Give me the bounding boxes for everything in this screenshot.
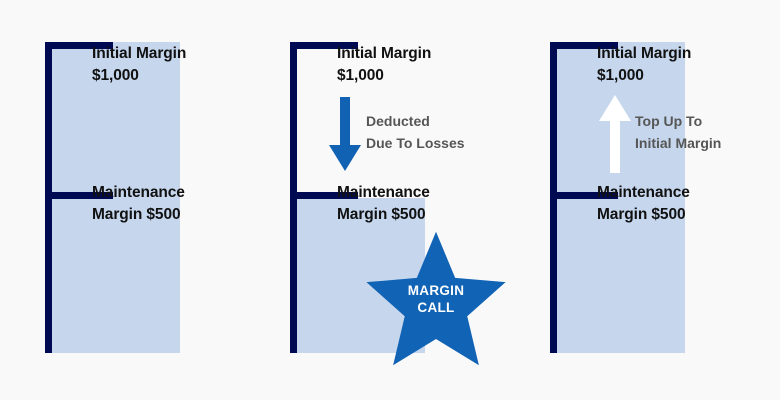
arrow-up-icon bbox=[599, 95, 631, 173]
label-maintenance-margin-line1: Maintenance bbox=[597, 184, 690, 201]
star-icon bbox=[366, 231, 506, 366]
panel-initial-state: Initial Margin $1,000 Maintenance Margin… bbox=[0, 0, 260, 400]
annotation-top-up-line2: Initial Margin bbox=[635, 135, 722, 151]
label-initial-margin: Initial Margin $1,000 bbox=[337, 43, 431, 87]
tick-maintenance-margin bbox=[290, 192, 358, 199]
tick-maintenance-margin bbox=[550, 192, 618, 199]
label-initial-margin-line1: Initial Margin bbox=[92, 45, 187, 62]
label-maintenance-margin-line1: Maintenance bbox=[92, 184, 185, 201]
annotation-top-up-line1: Top Up To bbox=[635, 113, 703, 129]
panel-margin-call-state: Initial Margin $1,000 Deducted Due To Lo… bbox=[245, 0, 507, 400]
label-initial-margin-line2: $1,000 bbox=[337, 67, 384, 84]
tick-maintenance-margin bbox=[45, 192, 113, 199]
label-maintenance-margin-line2: Margin $500 bbox=[92, 206, 181, 223]
annotation-deducted-line2: Due To Losses bbox=[366, 135, 465, 151]
label-initial-margin-line1: Initial Margin bbox=[597, 45, 692, 62]
label-initial-margin-line1: Initial Margin bbox=[337, 45, 432, 62]
arrow-down-icon bbox=[329, 97, 361, 171]
tick-initial-margin bbox=[550, 42, 618, 49]
label-initial-margin: Initial Margin $1,000 bbox=[92, 43, 186, 87]
label-maintenance-margin: Maintenance Margin $500 bbox=[597, 182, 690, 226]
panel-top-up-state: Initial Margin $1,000 Top Up To Initial … bbox=[505, 0, 765, 400]
annotation-top-up: Top Up To Initial Margin bbox=[635, 110, 721, 154]
tick-initial-margin bbox=[45, 42, 113, 49]
label-maintenance-margin-line2: Margin $500 bbox=[337, 206, 426, 223]
label-initial-margin-line2: $1,000 bbox=[597, 67, 644, 84]
label-initial-margin-line2: $1,000 bbox=[92, 67, 139, 84]
label-maintenance-margin-line2: Margin $500 bbox=[597, 206, 686, 223]
annotation-deducted-line1: Deducted bbox=[366, 113, 430, 129]
label-maintenance-margin-line1: Maintenance bbox=[337, 184, 430, 201]
label-maintenance-margin: Maintenance Margin $500 bbox=[92, 182, 185, 226]
margin-call-badge: MARGIN CALL bbox=[365, 230, 507, 367]
label-maintenance-margin: Maintenance Margin $500 bbox=[337, 182, 430, 226]
annotation-deducted: Deducted Due To Losses bbox=[366, 110, 465, 154]
tick-initial-margin bbox=[290, 42, 358, 49]
label-initial-margin: Initial Margin $1,000 bbox=[597, 43, 691, 87]
